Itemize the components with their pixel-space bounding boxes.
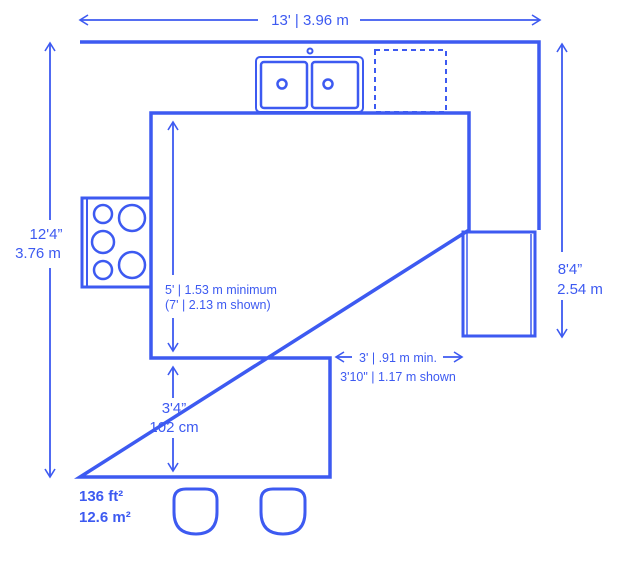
- refrigerator: [461, 230, 537, 338]
- burner: [92, 203, 114, 225]
- island-ft-label: 3'4”: [162, 400, 187, 417]
- burner: [90, 229, 116, 255]
- right-ft-label: 8'4”: [558, 261, 583, 278]
- burner: [92, 259, 114, 281]
- aisle-min-label: 5' | 1.53 m minimum: [165, 283, 277, 297]
- area-ft-label: 136 ft²: [79, 488, 123, 505]
- island-cm-label: 102 cm: [149, 419, 198, 436]
- clearance-shown-label: 3'10" | 1.17 m shown: [340, 370, 456, 384]
- aisle-shown-label: (7' | 2.13 m shown): [165, 298, 271, 312]
- area-m-label: 12.6 m²: [79, 509, 131, 526]
- double-sink: [255, 47, 364, 113]
- depth-ft-label: 12'4”: [30, 226, 63, 243]
- burner: [117, 250, 147, 280]
- clearance-min-label: 3' | .91 m min.: [359, 351, 437, 365]
- width-label: 13' | 3.96 m: [271, 12, 349, 29]
- burner: [117, 203, 147, 233]
- right-m-label: 2.54 m: [557, 281, 603, 298]
- counter-outline: [73, 40, 541, 479]
- cooktop-range: [80, 196, 153, 289]
- depth-m-label: 3.76 m: [15, 245, 61, 262]
- stool: [172, 487, 219, 536]
- stool: [259, 487, 307, 536]
- dishwasher-outline: [374, 49, 447, 113]
